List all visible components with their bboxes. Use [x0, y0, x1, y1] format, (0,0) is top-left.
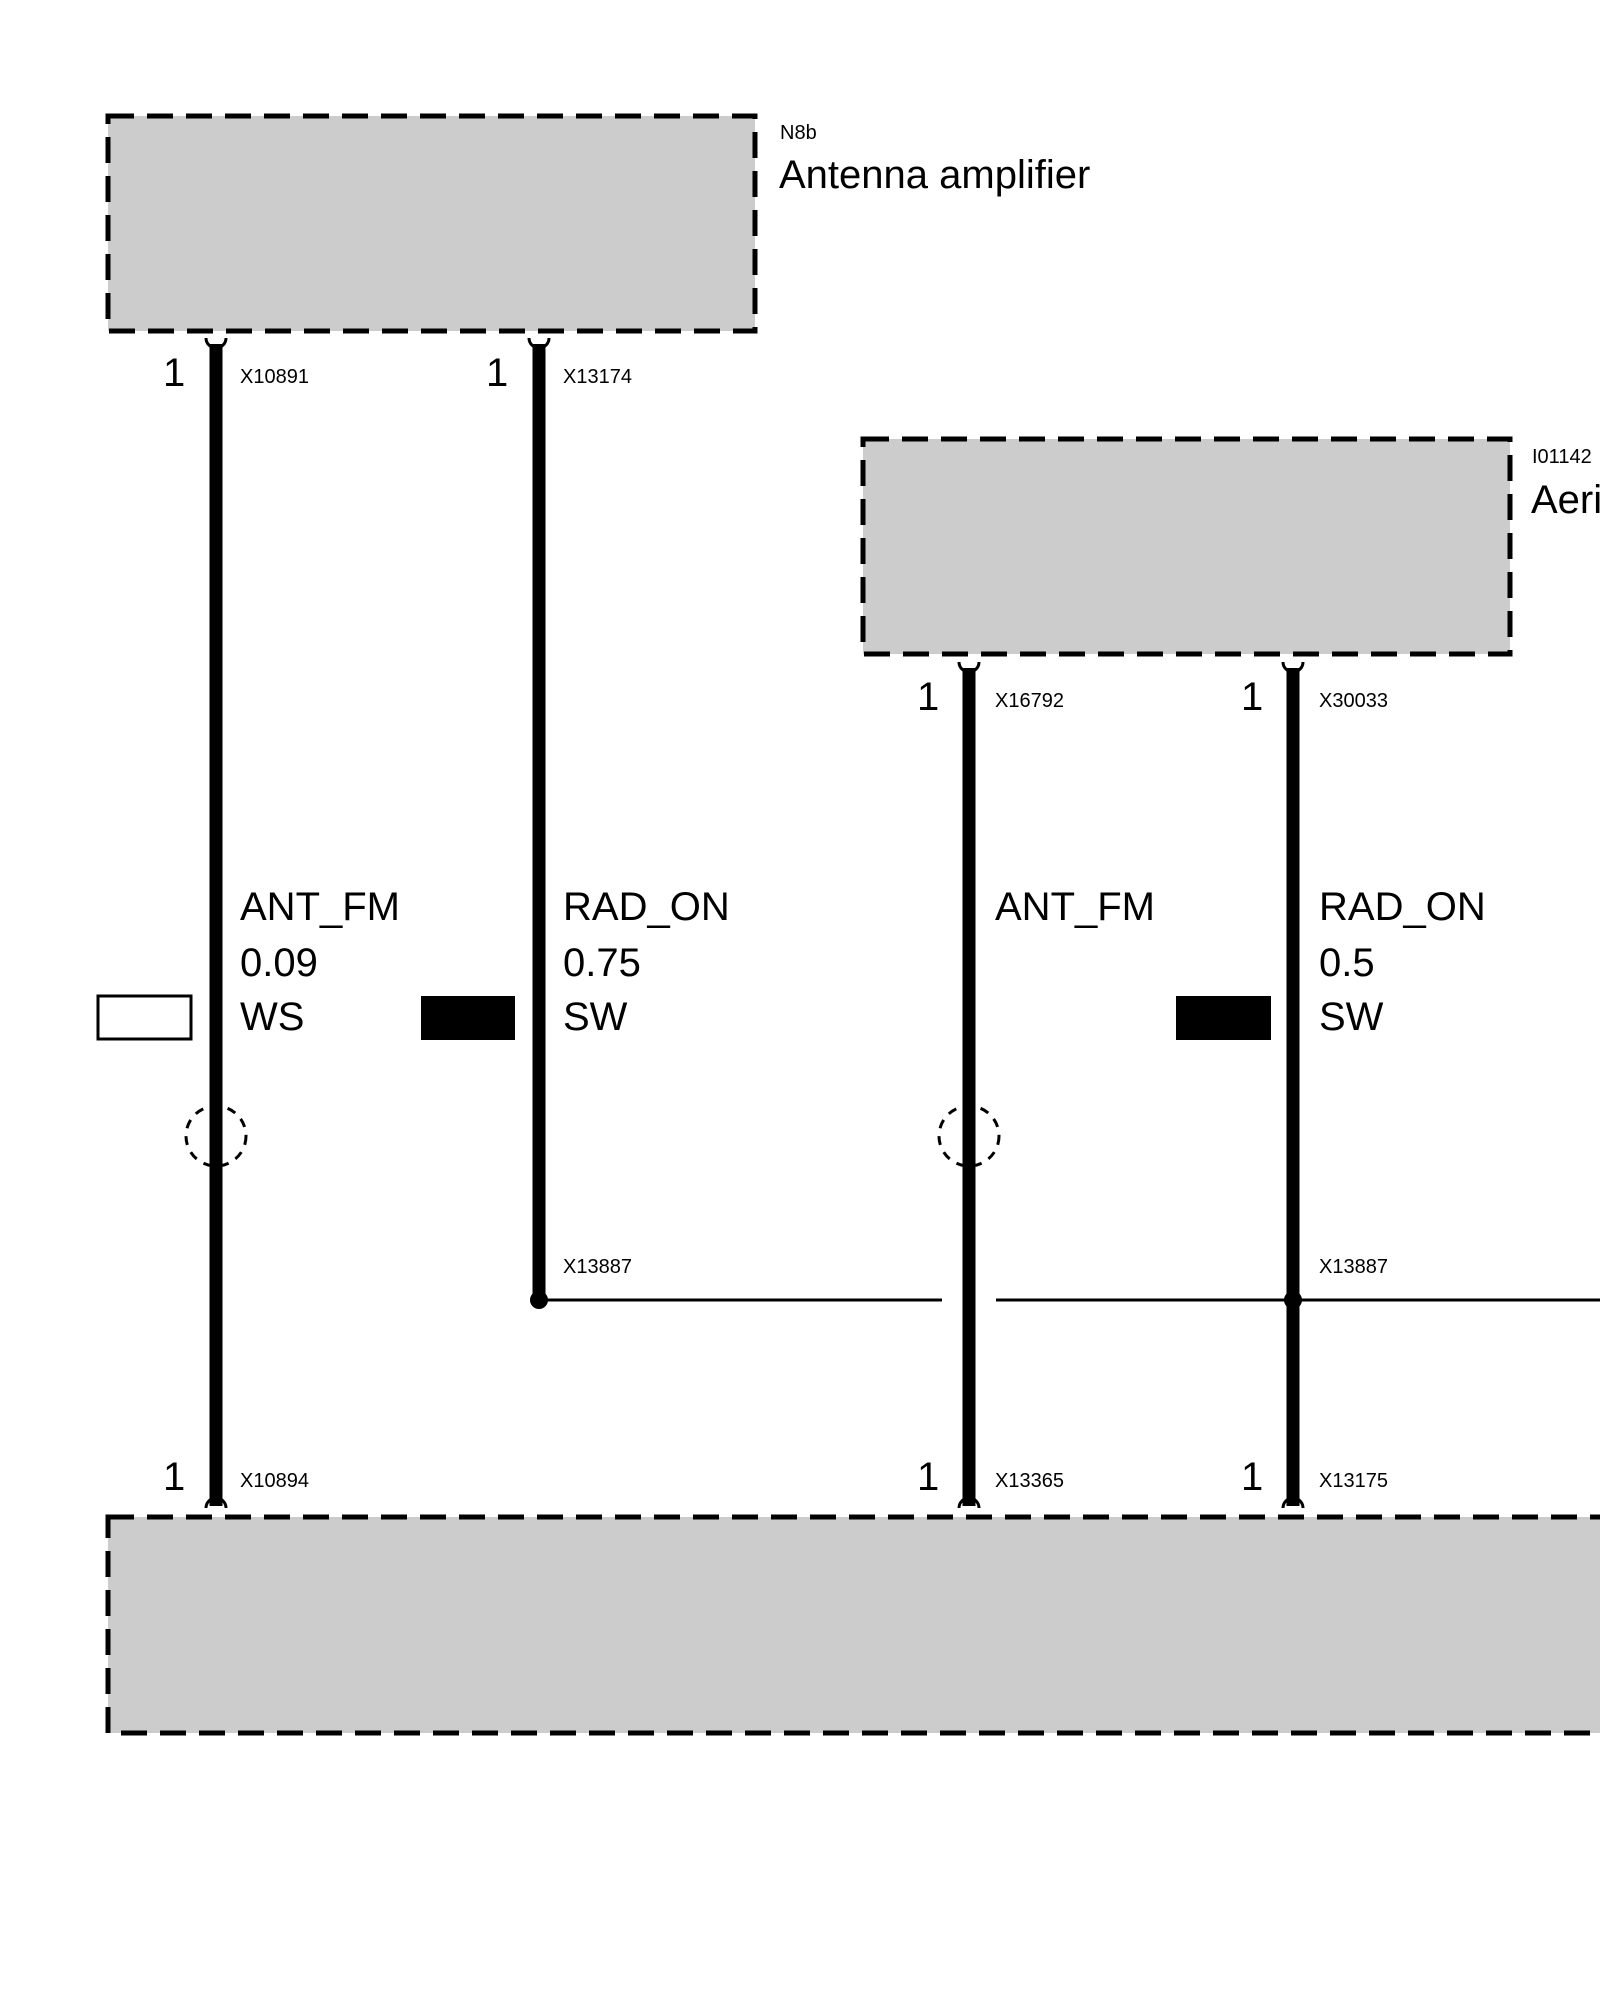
shield-marker-3	[937, 1104, 1001, 1168]
wire-4-color-code: SW	[1319, 995, 1384, 1039]
connector-x13175: X13175	[1319, 1470, 1388, 1492]
connector-x30033: X30033	[1319, 690, 1388, 712]
connector-x13887-left: X13887	[563, 1256, 632, 1278]
component-aerial[interactable]: I01142 Aeri	[860, 436, 1600, 657]
pin-x30033-socket	[1281, 661, 1305, 674]
pin-x30033-number: 1	[1241, 675, 1263, 719]
pin-x13175-number: 1	[1241, 1455, 1263, 1499]
wire-2-color-code: SW	[563, 995, 628, 1039]
pin-x13365-number: 1	[917, 1455, 939, 1499]
wire-4-color-swatch	[1176, 996, 1271, 1040]
splice-x13887-left	[530, 1291, 548, 1309]
wire-1-size: 0.09	[240, 941, 318, 985]
wire-2-color-swatch	[421, 996, 515, 1040]
wire-3-signal: ANT_FM	[995, 885, 1155, 929]
pin-x10894-socket	[204, 1496, 228, 1509]
aerial-name: Aeri	[1531, 478, 1600, 522]
pin-x16792-number: 1	[917, 675, 939, 719]
pin-x13174-number: 1	[486, 351, 508, 395]
pin-x13365-socket	[957, 1496, 981, 1509]
connector-x13365: X13365	[995, 1470, 1064, 1492]
wire-rad-on-075[interactable]: RAD_ON 0.75 SW 1 X13174 X13887	[421, 337, 730, 1309]
connector-x13174: X13174	[563, 366, 632, 388]
wire-rad-on-05[interactable]: RAD_ON 0.5 SW 1 X30033 X13887 1 X13175	[1176, 661, 1486, 1509]
wire-1-color-code: WS	[240, 995, 304, 1039]
splice-x13887-right	[1284, 1291, 1302, 1309]
connector-x10891: X10891	[240, 366, 309, 388]
pin-x13175-socket	[1281, 1496, 1305, 1509]
antenna-amplifier-id: N8b	[780, 122, 817, 144]
wire-ant-fm-aerial[interactable]: ANT_FM 1 X16792 1 X13365	[917, 661, 1155, 1509]
wire-ant-fm-ws[interactable]: ANT_FM 0.09 WS 1 X10891 1 X10894	[96, 337, 400, 1509]
antenna-amplifier-box	[105, 113, 758, 334]
wire-2-size: 0.75	[563, 941, 641, 985]
component-bottom-unit[interactable]	[105, 1514, 1600, 1736]
aerial-box	[860, 436, 1513, 657]
pin-x10891-socket	[204, 337, 228, 350]
pin-x16792-socket	[957, 661, 981, 674]
connector-x10894: X10894	[240, 1470, 309, 1492]
pin-x10891-number: 1	[163, 351, 185, 395]
wire-1-color-swatch	[96, 994, 193, 1041]
shield-marker-1	[184, 1104, 248, 1168]
antenna-amplifier-name: Antenna amplifier	[779, 153, 1090, 197]
component-antenna-amplifier[interactable]: N8b Antenna amplifier	[105, 113, 1090, 334]
connector-x13887-right: X13887	[1319, 1256, 1388, 1278]
connector-x16792: X16792	[995, 690, 1064, 712]
bottom-unit-box	[105, 1514, 1600, 1736]
wire-1-signal: ANT_FM	[240, 885, 400, 929]
wire-2-signal: RAD_ON	[563, 885, 730, 929]
pin-x10894-number: 1	[163, 1455, 185, 1499]
wire-4-size: 0.5	[1319, 941, 1375, 985]
aerial-id: I01142	[1532, 446, 1592, 468]
wire-4-signal: RAD_ON	[1319, 885, 1486, 929]
pin-x13174-socket	[527, 337, 551, 350]
